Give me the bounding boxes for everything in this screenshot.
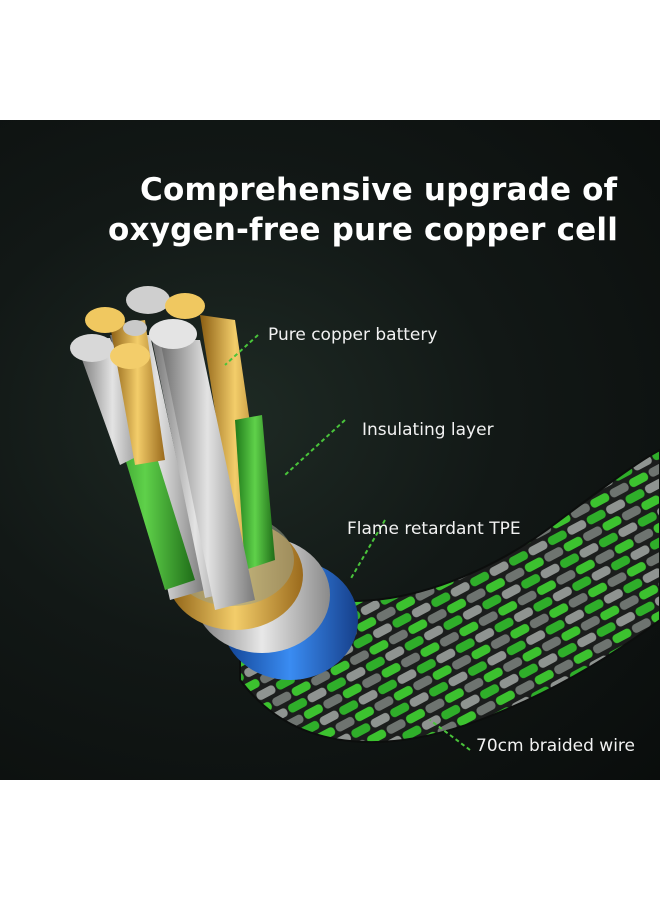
callout-pure-copper-battery: Pure copper battery <box>268 325 438 345</box>
headline-line-2: oxygen-free pure copper cell <box>108 212 619 248</box>
callout-flame-retardant-tpe: Flame retardant TPE <box>347 519 521 539</box>
callout-insulating-layer: Insulating layer <box>362 420 494 440</box>
leader-line-4 <box>429 719 471 751</box>
cable-illustration <box>70 286 660 751</box>
callout-braided-wire: 70cm braided wire <box>476 736 636 756</box>
leader-line-1 <box>224 334 259 366</box>
leader-line-3 <box>349 519 386 581</box>
headline-line-1: Comprehensive upgrade of <box>140 172 618 208</box>
leader-line-2 <box>284 419 346 476</box>
conductor-bundle <box>70 286 275 610</box>
braided-cable <box>239 448 660 743</box>
